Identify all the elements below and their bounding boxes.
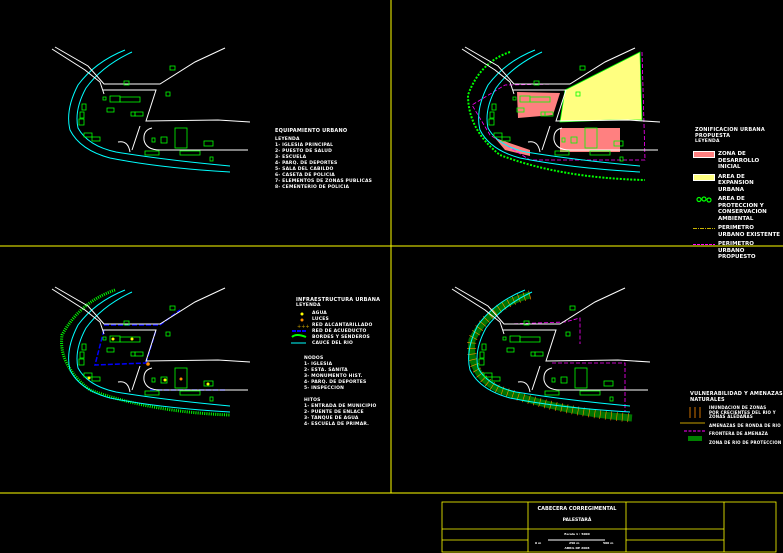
legend-heading: LEYENDA [275,137,300,142]
scale-label: Escala 1 : 5000 [564,532,590,536]
plan-equipment [51,46,251,173]
legend-heading: LEYENDA [296,303,321,308]
legend-item: FRONTERA DE AMENAZA [709,431,769,436]
svg-text:+++: +++ [297,324,310,330]
existing-perimeter-line-icon [693,225,715,232]
scale-mid: 250 m [569,541,580,545]
scale-end: 500 m [603,541,614,545]
title-block-title: CABECERA CORREGIMENTAL [537,506,617,512]
legend-item: 6- CASETA DE POLICIA [275,173,335,178]
legend-item: CAUCE DEL RIO [312,341,354,346]
legend-item: AGUA [312,311,327,316]
legend-zoning: ZONIFICACION URBANA PROPUESTA LEYENDA [695,127,765,145]
legend-hazards: VULNERABILIDAD Y AMENAZAS NATURALES [690,391,783,403]
title-block-frame [441,501,777,553]
water-network [94,309,225,391]
legend-row: ZONA DE DESARROLLO INICIAL [693,151,782,171]
title-block-date: ABRIL DE 2008 [564,546,590,550]
flood-threat [467,290,633,423]
legend-row: PERIMETRO URBANO EXISTENTE [693,225,782,238]
proposed-perimeter [471,51,646,161]
landmark-item: 3- TANQUE DE AGUA [304,416,359,421]
legend-item: ZONA DE RIO DE PROTECCION [709,439,782,445]
plan-hazards [451,286,651,423]
legend-infrastructure: INFRAESTRUCTURA URBANA LEYENDA [296,297,380,309]
legend-item: 8- CEMENTERIO DE POLICIA [275,185,350,190]
river-protection-zone [468,291,633,422]
legend-title: ZONIFICACION URBANA [695,127,765,133]
nodes-heading: NODOS [304,356,324,361]
legend-item: 7- ELEMENTOS DE ZONAS PUBLICAS [275,179,373,184]
landmark-item: 1- ENTRADA DE MUNICIPIO [304,404,377,409]
legend-title: INFRAESTRUCTURA URBANA [296,297,381,303]
legend-item: PERIMETRO URBANO EXISTENTE [718,225,780,238]
legend-item: INUNDACION DE ZONAS [709,405,767,410]
legend-row: AREA DE EXPANSION URBANA [693,173,782,194]
node-item: 4- PARQ. DE DEPORTES [304,380,367,385]
legend-nodes: NODOS 1- IGLESIA 2- ESTA. SANITA 3- MONU… [304,356,377,428]
legend-item: AREA DE EXPANSION URBANA [718,173,754,193]
legend-item: CONSERVACION AMBIENTAL [718,209,767,222]
node-item: 1- IGLESIA [304,362,333,367]
tree-protection-icon [693,196,715,203]
title-block-place: PALESTARÁ [562,518,592,523]
expansion-zone-swatch [693,173,715,181]
scale-start: 0 m [535,541,542,545]
proposed-perimeter-line-icon [693,241,715,248]
legend-item: PERIMETRO URBANO PROPUESTO [718,241,756,260]
node-item: 5- INSPECCION [304,386,345,391]
legend-hazards-items: INUNDACION DE ZONAS POR CRECIENTES DEL R… [709,405,782,445]
landmark-item: 4- ESCUELA DE PRIMAR. [304,422,370,427]
legend-item: 2- PUESTO DE SALUD [275,149,333,154]
legend-item: 3- ESCUELA [275,155,307,160]
legend-item: 5- SALA DEL CABILDO [275,167,334,172]
landmark-item: 2- PUENTE DE ENLACE [304,410,364,415]
legend-zoning-items: ZONA DE DESARROLLO INICIAL AREA DE EXPAN… [693,151,782,264]
legend-subtitle: PROPUESTA [695,133,731,139]
landmarks-heading: HITOS [304,398,321,403]
legend-equipment: EQUIPAMIENTO URBANO LEYENDA 1- IGLESIA P… [275,128,372,191]
legend-title: VULNERABILIDAD Y AMENAZAS [690,391,783,397]
plan-infrastructure [51,286,251,417]
legend-heading: LEYENDA [695,139,720,144]
legend-item: POR CRECIENTES DEL RIO Y [709,409,776,415]
urban-zone-swatch [693,151,715,158]
legend-subtitle: NATURALES [690,397,725,403]
legend-infrastructure-items: AGUA LUCES RED ALCANTARILLADO RED DE ACU… [312,311,372,347]
legend-title: EQUIPAMIENTO URBANO [275,128,348,134]
expansion-zone [559,51,643,123]
legend-item: AMENAZAS DE RONDA DE RIO [709,422,781,428]
initial-development-zone [517,92,560,118]
legend-row: PERIMETRO URBANO PROPUESTO [693,241,782,261]
node-item: 2- ESTA. SANITA [304,368,348,373]
initial-development-zone-south [560,128,620,152]
legend-item: 1- IGLESIA PRINCIPAL [275,143,334,148]
legend-item: ZONAS ALEDAÑAS [709,414,753,419]
legend-item: BORDES Y SENDEROS [312,335,370,340]
legend-item: AREA DE PROTECCION Y [718,196,764,209]
threat-boundary [507,317,626,412]
plan-zoning [461,46,661,181]
node-item: 3- MONUMENTO HIST. [304,374,363,379]
legend-item: 4- PARQ. DE DEPORTES [275,161,338,166]
legend-item: ZONA DE DESARROLLO INICIAL [718,151,760,170]
legend-item: RED ALCANTARILLADO [312,323,373,328]
legend-item: LUCES [312,317,329,322]
legend-item: RED DE ACUEDUCTO [312,329,367,334]
